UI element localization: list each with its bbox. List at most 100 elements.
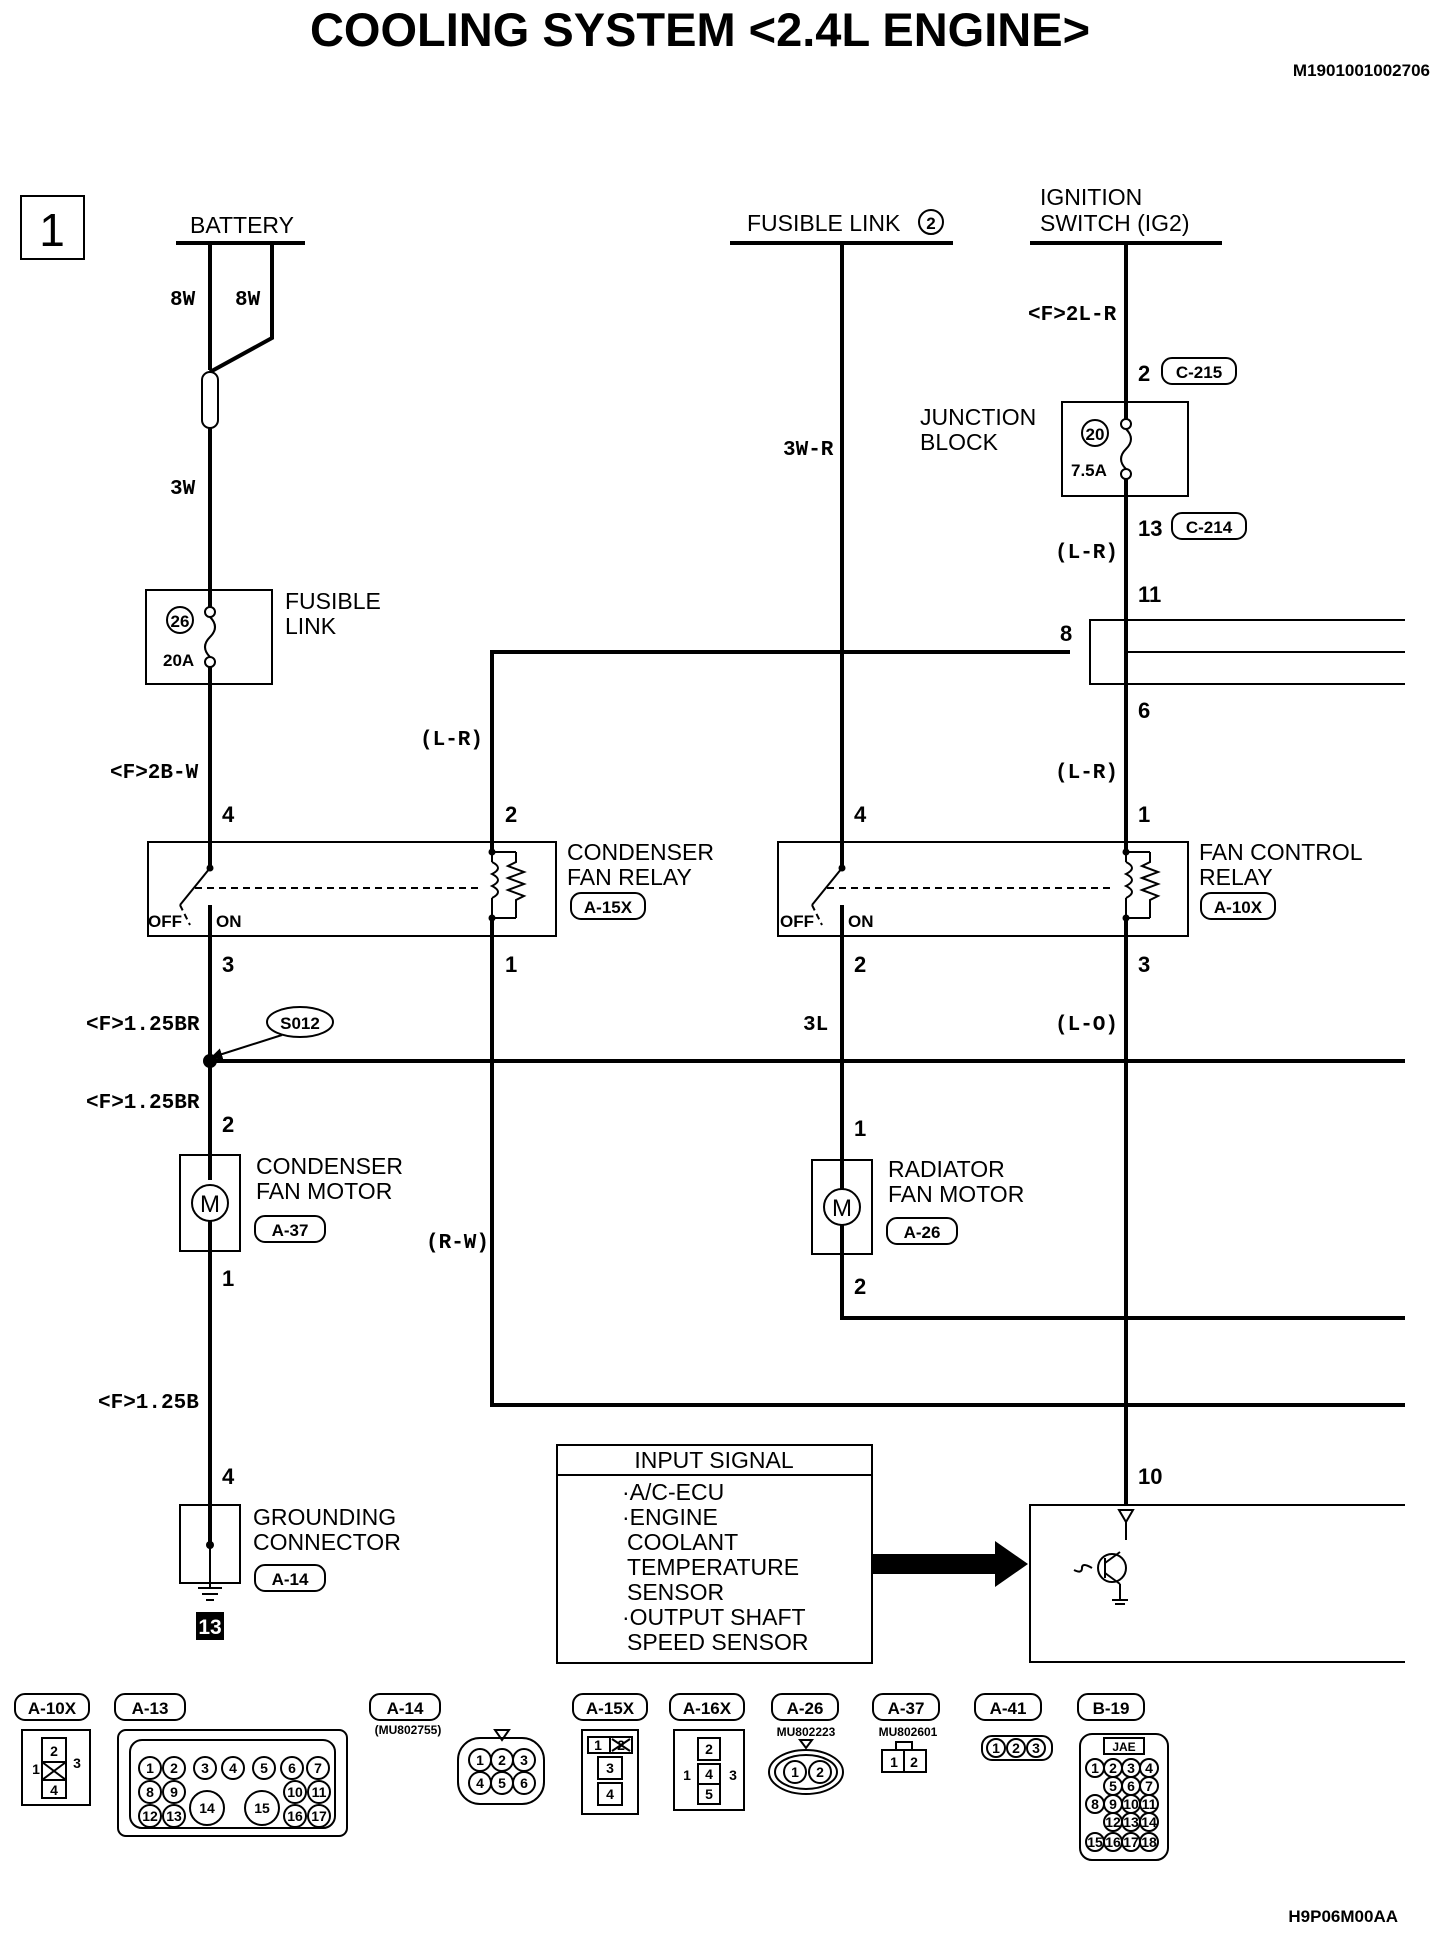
conn-a10x-label: A-10X — [28, 1699, 77, 1718]
conn-a13-pin: 8 — [146, 1784, 154, 1800]
fan-relay-on: ON — [848, 912, 874, 931]
conn-a13-pin: 1 — [146, 1760, 154, 1776]
conn-a10x — [21, 1729, 91, 1806]
conn-a26-label: A-26 — [787, 1699, 824, 1718]
cond-motor-symbol: M — [200, 1191, 220, 1218]
fusible-link-rating: 20A — [163, 651, 194, 670]
cond-motor-pin-top: 2 — [222, 1112, 234, 1137]
conn-a16x-pin: 3 — [729, 1767, 737, 1783]
conn-a16x-label: A-16X — [683, 1699, 732, 1718]
conn-a15x-pin: 2 — [617, 1737, 625, 1753]
conn-a10x-pin: 3 — [73, 1755, 81, 1771]
conn-a13-pin: 13 — [166, 1808, 182, 1824]
conn-a37-pin: 1 — [890, 1754, 898, 1770]
conn-a14-pin: 5 — [498, 1775, 506, 1791]
ecu-pin-10: 10 — [1138, 1464, 1162, 1489]
conn-a14-pin: 3 — [520, 1752, 528, 1768]
battery-label: BATTERY — [190, 212, 294, 238]
input-signal-line-1: ·ENGINE — [622, 1504, 718, 1530]
cond-relay-pin-4: 4 — [222, 802, 235, 827]
conn-b19-tag: JAE — [1112, 1740, 1135, 1754]
conn-b19-pin: 10 — [1123, 1796, 1139, 1812]
conn-a13-pin: 2 — [170, 1760, 178, 1776]
jb-pin-in: 2 — [1138, 361, 1150, 386]
cond-relay-connector: A-15X — [584, 898, 633, 917]
ecu-connector-block — [1089, 619, 1405, 685]
conn-a37-part: MU802601 — [879, 1725, 938, 1739]
ground-number-box — [196, 1612, 224, 1640]
input-signal-arrow — [872, 1541, 1028, 1587]
conn-a26-pin: 1 — [791, 1764, 799, 1780]
conn-a13-pin: 3 — [201, 1760, 209, 1776]
conn-a14-pin: 1 — [476, 1752, 484, 1768]
conn-a37-label: A-37 — [888, 1699, 925, 1718]
conn-a13-pin: 5 — [260, 1760, 268, 1776]
wire-label-125b: <F>1.25B — [98, 1392, 199, 1415]
conn-b19-pin: 13 — [1123, 1814, 1139, 1830]
wire-label-cond-lr: (L-R) — [420, 729, 483, 752]
conn-a41-label: A-41 — [990, 1699, 1027, 1718]
conn-a13-pin: 11 — [312, 1784, 327, 1800]
cond-relay-label-2: FAN RELAY — [567, 864, 692, 890]
input-signal-box — [556, 1444, 873, 1664]
input-signal-line-0: ·A/C-ECU — [622, 1479, 724, 1505]
conn-b19-pin: 11 — [1142, 1796, 1157, 1812]
conn-a10x-pin: 2 — [50, 1743, 58, 1759]
conn-a13-pins: 1 2 3 4 5 6 7 8 9 10 11 12 13 14 15 16 1… — [138, 1756, 331, 1828]
fan-relay-label-2: RELAY — [1199, 864, 1273, 890]
conn-b19-pin: 2 — [1109, 1760, 1117, 1776]
cond-relay-on: ON — [216, 912, 242, 931]
input-signal-line-6: SPEED SENSOR — [627, 1629, 809, 1655]
conn-a16x — [673, 1729, 745, 1811]
ecu-pin-11: 11 — [1138, 582, 1161, 607]
wire-label-2bw: <F>2B-W — [110, 762, 199, 785]
cond-relay-pin-3: 3 — [222, 952, 234, 977]
conn-b19-pin: 5 — [1109, 1778, 1117, 1794]
conn-a13-label: A-13 — [132, 1699, 169, 1718]
conn-a14-pin: 4 — [476, 1775, 484, 1791]
conn-b19-pin: 7 — [1145, 1778, 1153, 1794]
conn-a41 — [981, 1735, 1053, 1761]
conn-a26-pin: 2 — [816, 1764, 824, 1780]
wire-label-lo: (L-O) — [1055, 1014, 1118, 1037]
ignition-label-1: IGNITION — [1040, 184, 1142, 210]
conn-a15x-pin: 4 — [606, 1786, 614, 1802]
cond-motor-pin-bottom: 1 — [222, 1266, 234, 1291]
conn-a13-pin: 10 — [287, 1784, 303, 1800]
conn-a13-pin: 6 — [288, 1760, 296, 1776]
rad-motor-label-1: RADIATOR — [888, 1156, 1005, 1182]
jb-conn-in: C-215 — [1176, 363, 1222, 382]
fusible-link-num: 26 — [171, 612, 190, 631]
conn-a10x-pin: 1 — [32, 1761, 40, 1777]
wire-label-2lr: <F>2L-R — [1028, 304, 1117, 327]
conn-b19-pin: 15 — [1087, 1834, 1103, 1850]
input-signal-line-5: ·OUTPUT SHAFT — [622, 1604, 806, 1630]
figure-code: H9P06M00AA — [1288, 1907, 1398, 1926]
conn-a10x-pin: 4 — [50, 1782, 58, 1798]
ground-connector-id: A-14 — [272, 1570, 309, 1589]
conn-b19-pin: 18 — [1141, 1834, 1157, 1850]
conn-a13-pin: 9 — [170, 1784, 178, 1800]
cond-relay-off: OFF — [148, 912, 182, 931]
rad-motor-label-2: FAN MOTOR — [888, 1181, 1024, 1207]
conn-b19-pin: 4 — [1145, 1760, 1153, 1776]
conn-a14-pin: 2 — [498, 1752, 506, 1768]
conn-b19-pin: 1 — [1091, 1760, 1099, 1776]
fusible-link-2-label: FUSIBLE LINK — [747, 210, 901, 236]
ecu-pin-8: 8 — [1060, 621, 1072, 646]
conn-a16x-pin: 5 — [705, 1786, 713, 1802]
conn-b19-pin: 3 — [1127, 1760, 1135, 1776]
conn-a15x-pin: 3 — [606, 1760, 614, 1776]
conn-a15x-pin: 1 — [594, 1737, 602, 1753]
wire-label-8w-a: 8W — [170, 289, 196, 312]
conn-a16x-pin: 1 — [683, 1767, 691, 1783]
conn-b19-pin: 16 — [1105, 1834, 1121, 1850]
conn-b19-pin: 9 — [1109, 1796, 1117, 1812]
jb-label-2: BLOCK — [920, 429, 999, 455]
conn-b19-pin: 17 — [1123, 1834, 1139, 1850]
conn-b19-label: B-19 — [1093, 1699, 1130, 1718]
rad-motor-symbol: M — [832, 1195, 852, 1222]
page-number-box — [20, 195, 85, 260]
conn-a41-pin: 2 — [1012, 1740, 1020, 1756]
